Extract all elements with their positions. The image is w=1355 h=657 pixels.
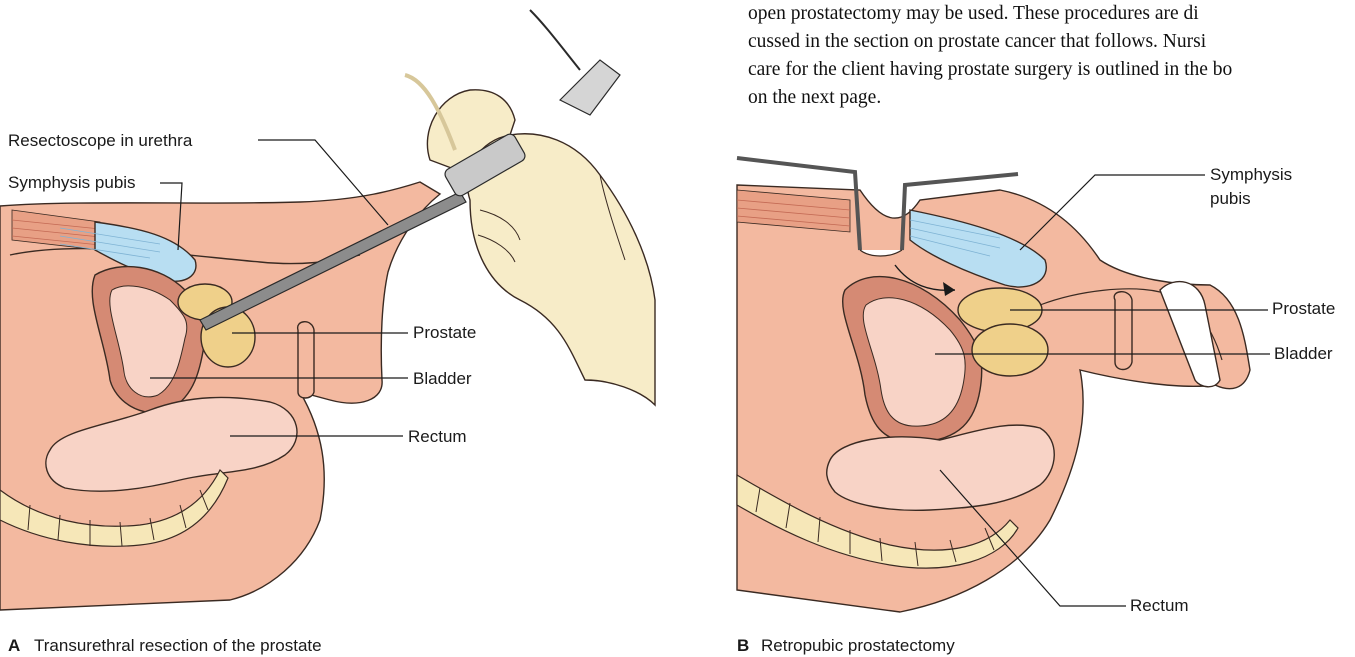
figure-b-caption: B Retropubic prostatectomy bbox=[737, 636, 955, 655]
caption-text-a: Transurethral resection of the prostate bbox=[34, 636, 322, 655]
body-text-line: care for the client having prostate surg… bbox=[748, 59, 1232, 80]
figure-a-caption: A Transurethral resection of the prostat… bbox=[8, 636, 322, 655]
body-text-line: open prostatectomy may be used. These pr… bbox=[748, 3, 1199, 24]
label-resectoscope: Resectoscope in urethra bbox=[8, 131, 193, 150]
label-rectum-a: Rectum bbox=[408, 427, 467, 446]
label-rectum-b: Rectum bbox=[1130, 596, 1189, 615]
label-bladder-b: Bladder bbox=[1274, 344, 1333, 363]
caption-letter-b: B bbox=[737, 636, 749, 655]
caption-letter-a: A bbox=[8, 636, 20, 655]
body-text-block: open prostatectomy may be used. These pr… bbox=[748, 3, 1232, 108]
label-prostate-a: Prostate bbox=[413, 323, 476, 342]
label-prostate-b: Prostate bbox=[1272, 299, 1335, 318]
label-symphysis-b-line1: Symphysis bbox=[1210, 165, 1292, 184]
body-text-line: on the next page. bbox=[748, 87, 881, 108]
figure-b-illustration bbox=[737, 158, 1250, 612]
label-symphysis-b-line2: pubis bbox=[1210, 189, 1251, 208]
label-symphysis-a: Symphysis pubis bbox=[8, 173, 136, 192]
body-text-line: cussed in the section on prostate cancer… bbox=[748, 31, 1207, 52]
prostate-b-lower bbox=[972, 324, 1048, 376]
label-bladder-a: Bladder bbox=[413, 369, 472, 388]
resectoscope-eyepiece bbox=[560, 60, 620, 115]
figure-a-illustration bbox=[0, 10, 655, 610]
testis-loop-b bbox=[1114, 292, 1132, 370]
resectoscope-cable bbox=[530, 10, 580, 70]
caption-text-b: Retropubic prostatectomy bbox=[761, 636, 955, 655]
